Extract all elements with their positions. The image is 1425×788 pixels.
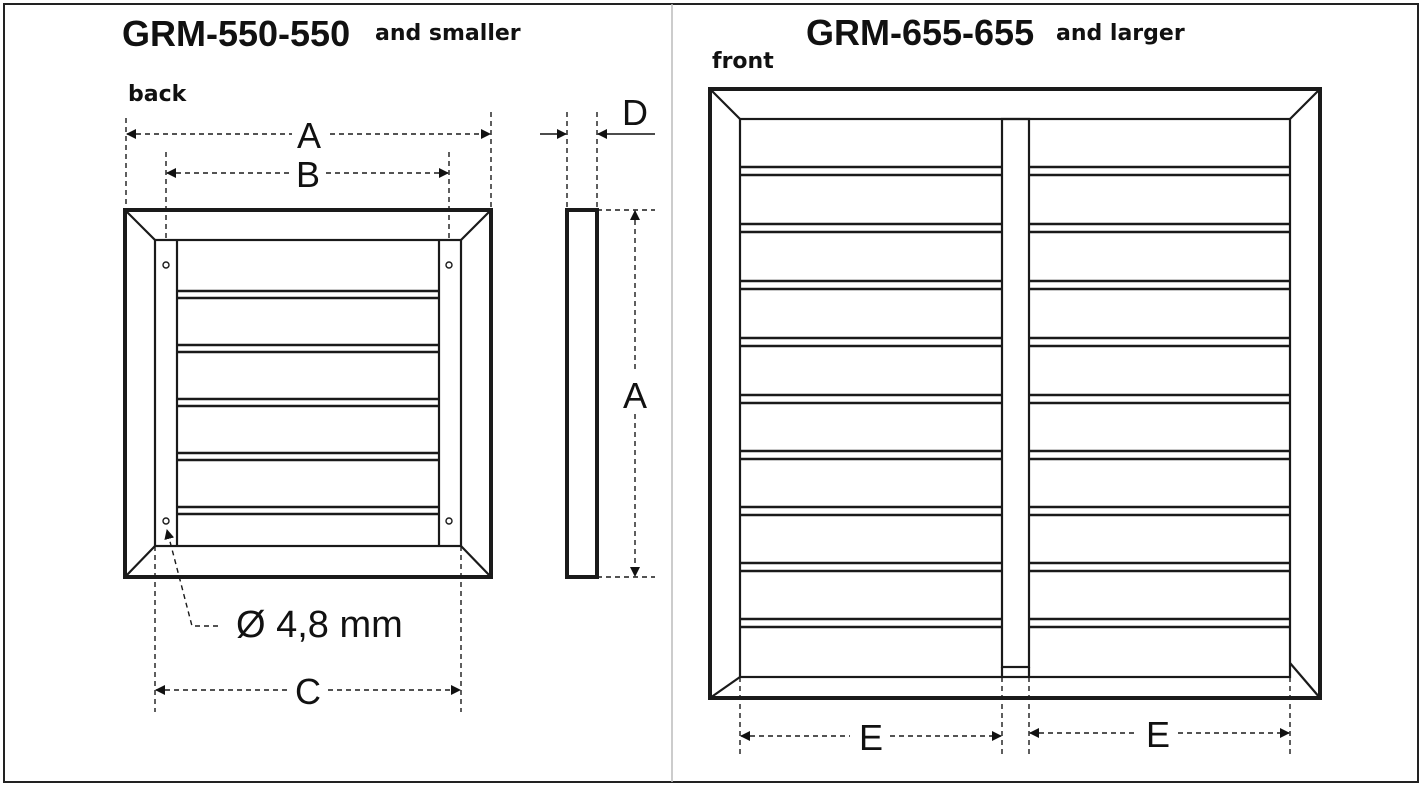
grille-back-view xyxy=(123,208,493,579)
outer-border xyxy=(3,3,1419,783)
dim-d-label: D xyxy=(622,92,648,133)
dim-e-left-label: E xyxy=(859,717,883,758)
mounting-hole-top-right xyxy=(445,261,453,269)
mounting-hole-top-left xyxy=(162,261,170,269)
dimension-c: C xyxy=(154,546,462,712)
right-subtitle: and larger xyxy=(1056,21,1185,46)
dimension-e-left: E xyxy=(739,677,1003,758)
left-view-label: back xyxy=(128,82,188,107)
dimension-e-right: E xyxy=(1028,677,1291,756)
back-slats xyxy=(177,289,439,516)
hole-diameter-label: Ø 4,8 mm xyxy=(236,604,403,646)
front-slats-right xyxy=(1029,165,1290,629)
front-slats-left xyxy=(740,165,1002,629)
hole-callout: Ø 4,8 mm xyxy=(164,529,403,646)
dim-a-side-label: A xyxy=(623,375,647,416)
right-title: GRM-655-655 xyxy=(806,12,1034,53)
left-subtitle: and smaller xyxy=(375,21,521,46)
mounting-hole-bottom-right xyxy=(445,517,453,525)
left-panel: GRM-550-550 and smaller back A B xyxy=(122,13,655,712)
center-mullion xyxy=(1000,117,1031,669)
dimension-b: B xyxy=(165,152,450,242)
dim-b-label: B xyxy=(296,154,320,195)
dim-c-label: C xyxy=(295,671,321,712)
grille-front-view xyxy=(708,87,1322,700)
dim-a-top-label: A xyxy=(297,115,321,156)
dimension-a-top: A xyxy=(125,112,492,210)
right-panel: GRM-655-655 and larger front xyxy=(708,12,1322,758)
dim-e-right-label: E xyxy=(1146,714,1170,755)
mounting-hole-bottom-left xyxy=(162,517,170,525)
grille-side-view: D A xyxy=(540,92,655,579)
right-view-label: front xyxy=(712,49,774,74)
left-title: GRM-550-550 xyxy=(122,13,350,54)
